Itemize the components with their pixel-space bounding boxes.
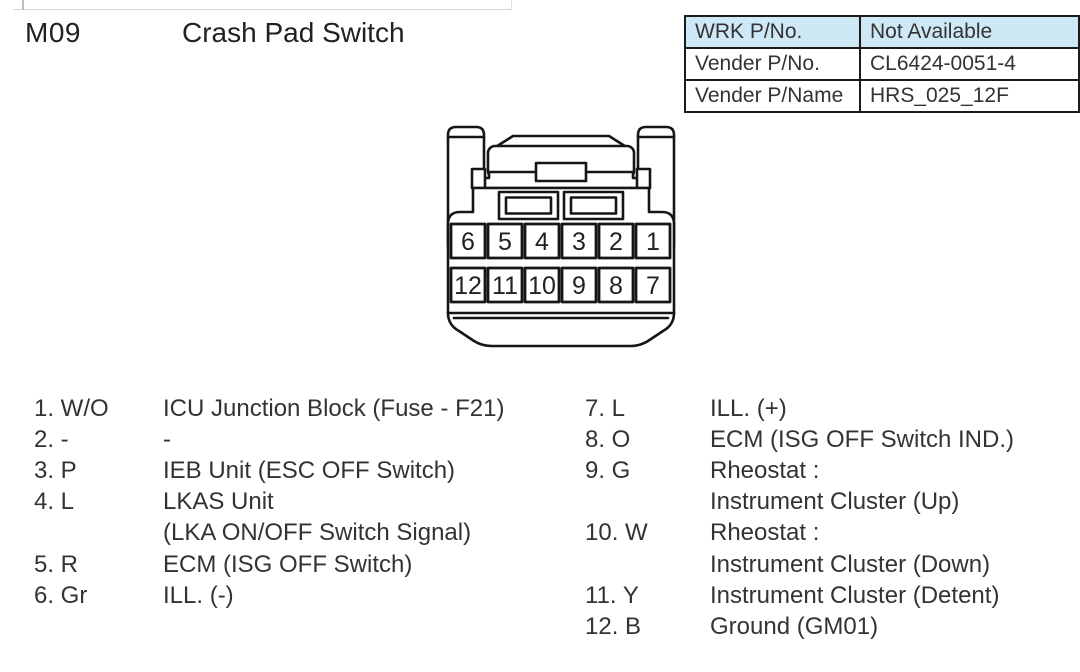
pin-number: 5 bbox=[498, 228, 512, 256]
pin-cell bbox=[486, 266, 524, 304]
pin-description: Instrument Cluster (Up) bbox=[710, 488, 960, 516]
pin-number: 10 bbox=[528, 272, 556, 300]
pin-number: 3 bbox=[572, 228, 586, 256]
pinout-row: Instrument Cluster (Up) bbox=[585, 487, 1080, 518]
pin-cell bbox=[523, 266, 561, 304]
pinout-row: 8. O ECM (ISG OFF Switch IND.) bbox=[585, 424, 1080, 455]
pin-description: ECM (ISG OFF Switch IND.) bbox=[710, 425, 1015, 453]
pin-cell bbox=[449, 266, 487, 304]
pin-number: 9 bbox=[572, 272, 586, 300]
pin-label: 2. - bbox=[34, 425, 69, 453]
pinout-row: 11. Y Instrument Cluster (Detent) bbox=[585, 580, 1080, 611]
pin-number: 7 bbox=[646, 272, 660, 300]
pin-number: 4 bbox=[535, 228, 549, 256]
pin-label: 11. Y bbox=[585, 581, 639, 609]
pin-description: ECM (ISG OFF Switch) bbox=[163, 550, 413, 578]
info-value-vender-pname: HRS_025_12F bbox=[858, 79, 1080, 113]
connector-diagram: 6 5 4 3 2 1 12 11 10 9 8 7 bbox=[446, 125, 676, 348]
pinout-row: 6. Gr ILL. (-) bbox=[34, 580, 574, 611]
part-info-table: WRK P/No. Not Available Vender P/No. CL6… bbox=[684, 15, 1080, 113]
pin-cell bbox=[597, 222, 635, 260]
connector-latch-tab bbox=[534, 161, 588, 183]
pin-description: (LKA ON/OFF Switch Signal) bbox=[163, 519, 472, 547]
pinout-row: Instrument Cluster (Down) bbox=[585, 549, 1080, 580]
pinout-row: 7. L ILL. (+) bbox=[585, 393, 1080, 424]
pin-description: Ground (GM01) bbox=[710, 612, 879, 640]
pin-number: 8 bbox=[609, 272, 623, 300]
table-row: Vender P/No. CL6424-0051-4 bbox=[684, 47, 1080, 81]
pin-label: 4. L bbox=[34, 488, 75, 516]
pinout-row: 1. W/O ICU Junction Block (Fuse - F21) bbox=[34, 393, 574, 424]
pin-label: 5. R bbox=[34, 550, 79, 578]
pin-description: IEB Unit (ESC OFF Switch) bbox=[163, 456, 456, 484]
pinout-row: 9. G Rheostat : bbox=[585, 455, 1080, 486]
info-label-vender-pname: Vender P/Name bbox=[684, 79, 861, 113]
connector-skirt bbox=[446, 311, 676, 348]
table-row: WRK P/No. Not Available bbox=[684, 15, 1080, 49]
pin-number: 6 bbox=[461, 228, 475, 256]
pin-label: 10. W bbox=[585, 519, 648, 547]
info-label-wrk-pno: WRK P/No. bbox=[684, 15, 861, 49]
pin-number: 2 bbox=[609, 228, 623, 256]
pin-description: Instrument Cluster (Down) bbox=[710, 550, 991, 578]
pin-label: 12. B bbox=[585, 612, 642, 640]
pin-description: LKAS Unit bbox=[163, 488, 274, 516]
pin-cell bbox=[597, 266, 635, 304]
pin-cell bbox=[560, 266, 598, 304]
pinout-row: 2. - - bbox=[34, 424, 574, 455]
table-row: Vender P/Name HRS_025_12F bbox=[684, 79, 1080, 113]
pin-label: 8. O bbox=[585, 425, 631, 453]
pin-description: ILL. (+) bbox=[710, 394, 787, 422]
pin-label: 9. G bbox=[585, 456, 631, 484]
pinout-list-right: 7. L ILL. (+) 8. O ECM (ISG OFF Switch I… bbox=[585, 393, 1080, 643]
info-value-wrk-pno: Not Available bbox=[858, 15, 1080, 49]
pin-cell bbox=[634, 222, 672, 260]
pinout-row: 4. L LKAS Unit bbox=[34, 487, 574, 518]
pin-number: 12 bbox=[454, 272, 482, 300]
pin-description: Instrument Cluster (Detent) bbox=[710, 581, 1000, 609]
pin-description: ICU Junction Block (Fuse - F21) bbox=[163, 394, 505, 422]
pin-cell bbox=[523, 222, 561, 260]
pin-label: 6. Gr bbox=[34, 581, 88, 609]
pin-label: 1. W/O bbox=[34, 394, 109, 422]
top-crop-artifact-line bbox=[13, 9, 512, 10]
pin-description: Rheostat : bbox=[710, 519, 820, 547]
pinout-row: 5. R ECM (ISG OFF Switch) bbox=[34, 549, 574, 580]
pin-cell bbox=[486, 222, 524, 260]
pinout-list-left: 1. W/O ICU Junction Block (Fuse - F21) 2… bbox=[34, 393, 574, 611]
pin-label: 7. L bbox=[585, 394, 626, 422]
pin-cell bbox=[634, 266, 672, 304]
page-title: Crash Pad Switch bbox=[182, 17, 405, 48]
pin-description: Rheostat : bbox=[710, 456, 820, 484]
top-crop-artifact-tick bbox=[22, 0, 24, 10]
pin-description: - bbox=[163, 425, 171, 453]
pinout-row: 12. B Ground (GM01) bbox=[585, 611, 1080, 642]
pinout-row: 10. W Rheostat : bbox=[585, 518, 1080, 549]
pin-label: 3. P bbox=[34, 456, 77, 484]
info-label-vender-pno: Vender P/No. bbox=[684, 47, 861, 81]
top-crop-artifact-tick2 bbox=[511, 0, 512, 9]
pin-number: 11 bbox=[492, 272, 518, 300]
pinout-row: 3. P IEB Unit (ESC OFF Switch) bbox=[34, 455, 574, 486]
pin-number: 1 bbox=[646, 228, 660, 256]
pin-cell bbox=[449, 222, 487, 260]
pinout-row: (LKA ON/OFF Switch Signal) bbox=[34, 518, 574, 549]
pin-description: ILL. (-) bbox=[163, 581, 234, 609]
pin-cell bbox=[560, 222, 598, 260]
connector-code: M09 bbox=[25, 17, 81, 48]
info-value-vender-pno: CL6424-0051-4 bbox=[858, 47, 1080, 81]
